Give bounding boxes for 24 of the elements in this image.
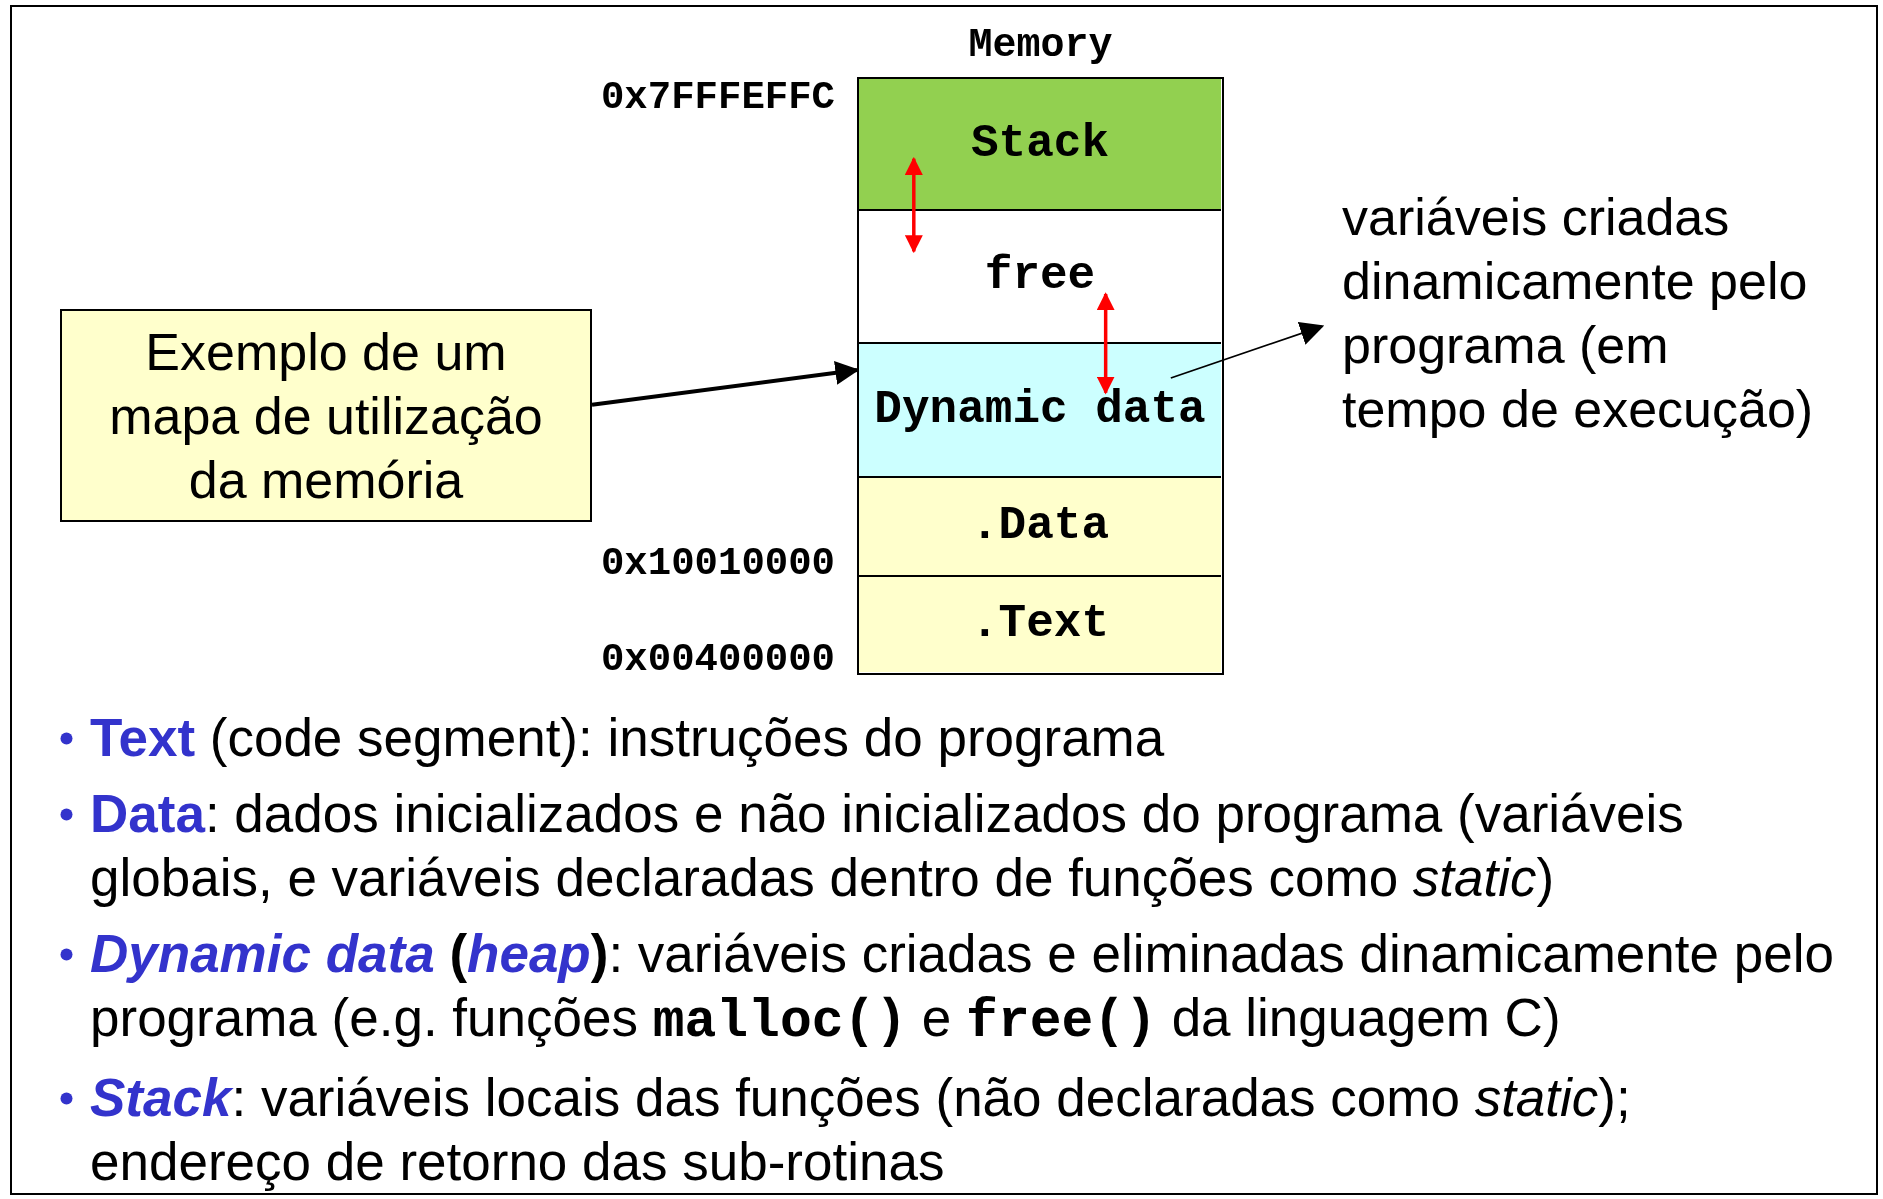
- callout-box: [60, 309, 592, 522]
- segment-label: .Data: [970, 499, 1110, 554]
- callout-text: Exemplo de um mapa de utilização da memória: [108, 321, 544, 511]
- bullet-text: Data: dados inicializados e não inicializados do programa (variáveis globais, e variáveis declaradas dentro de funções como static): [90, 784, 1684, 907]
- memory-segment: [859, 577, 1221, 672]
- segment-label: free: [983, 249, 1097, 304]
- memory-segment: [859, 79, 1221, 211]
- arrow: [1169, 321, 1325, 379]
- arrow: [904, 156, 923, 254]
- bullet-text: Dynamic data (heap): variáveis criadas e eliminadas dinamicamente pelo programa (e.g. funções malloc() e free() da linguagem C): [90, 924, 1834, 1047]
- segment-label: Dynamic data: [873, 382, 1207, 438]
- bullet-text: Stack: variáveis locais das funções (não declaradas como static); endereço de retorno das sub-rotinas: [90, 1068, 1631, 1191]
- address-label: 0x10010000: [599, 545, 835, 584]
- segment-label: .Text: [970, 597, 1110, 652]
- segment-label: Stack: [970, 116, 1110, 172]
- address-label: 0x7FFFEFFC: [599, 79, 835, 118]
- arrow: [1096, 292, 1115, 395]
- memory-segment: [859, 478, 1221, 577]
- bullet-text: Text (code segment): instruções do programa: [90, 708, 1165, 767]
- memory-segment: [859, 344, 1221, 478]
- arrow: [591, 360, 860, 407]
- memory-title: Memory: [967, 22, 1114, 70]
- annotation-text: variáveis criadas dinamicamente pelo programa (em tempo de execução): [1342, 187, 1815, 440]
- address-label: 0x00400000: [599, 641, 835, 680]
